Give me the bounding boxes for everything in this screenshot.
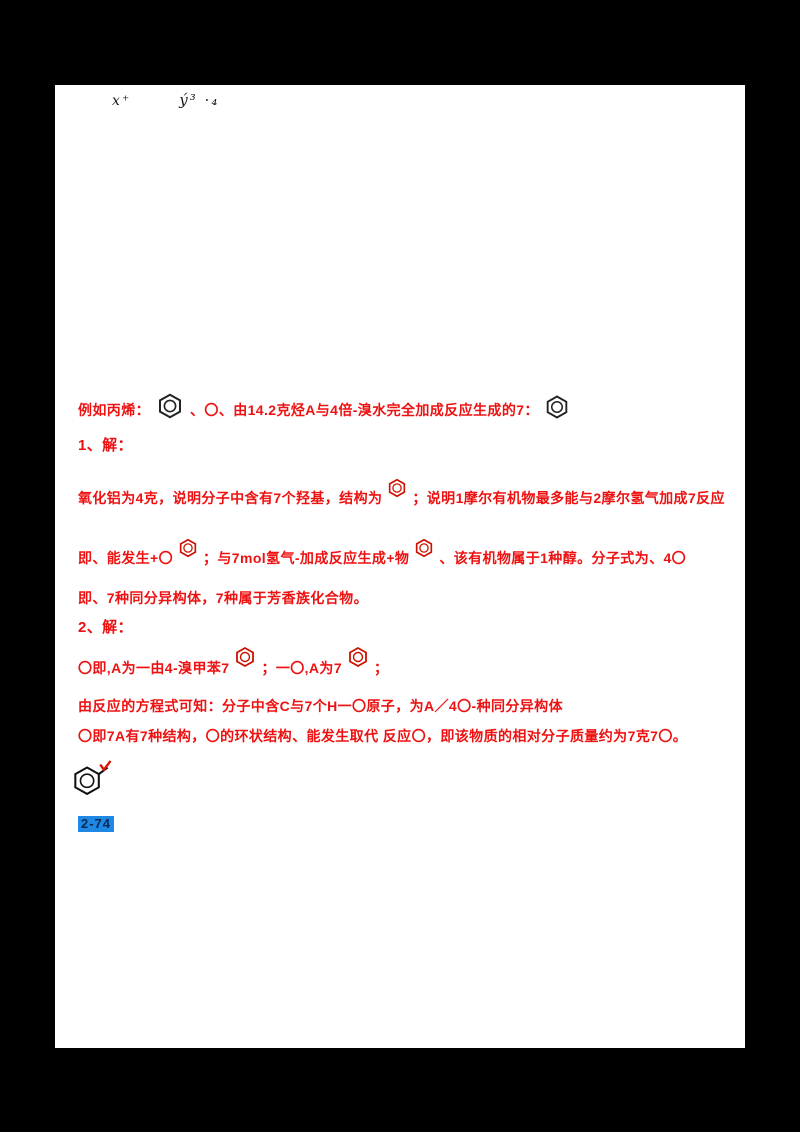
text-segment: ；说明1摩尔有机物最多能与2摩尔氢气加成7反应 bbox=[412, 490, 725, 506]
structure-drawing bbox=[68, 760, 112, 805]
text-segment: 的7： bbox=[501, 402, 539, 418]
text-segment: 由反应的方程式可知：分子中含C与7个H一〇原子，为A／4〇-种同分异构体 bbox=[78, 698, 563, 714]
benzene-ring-icon bbox=[412, 537, 436, 567]
pencil-note-part1: x⁺ bbox=[112, 93, 132, 109]
text-segment: 〇即7A有7种结构，〇的环状结构、能发生取代 反应〇，即该物质的相对分子质量约为… bbox=[78, 728, 688, 744]
benzene-ring-icon bbox=[153, 391, 187, 429]
pencil-note-part2: ý³ ·₄ bbox=[179, 91, 220, 109]
text-segment: 、该有机物属于1种醇。分子式为、4〇 bbox=[439, 550, 687, 566]
text-segment: 由14.2克烃A与4倍-溴水完全加成反应生成 bbox=[233, 402, 502, 418]
paragraph-2: 由反应的方程式可知：分子中含C与7个H一〇原子，为A／4〇-种同分异构体 bbox=[78, 693, 563, 719]
benzene-ring-icon bbox=[345, 645, 371, 677]
text-segment: 、〇、 bbox=[190, 402, 234, 418]
text-segment: 1、解： bbox=[78, 437, 133, 454]
text-segment: 例如丙烯： bbox=[78, 402, 150, 418]
red-line-1: 例如丙烯： 、〇、由14.2克烃A与4倍-溴水完全加成反应生成的7： bbox=[78, 391, 575, 419]
highlight-badge: 2-74 bbox=[78, 815, 115, 833]
red-line-3: 即、能发生+〇 ；与7mol氢气-加成反应生成+物 、该有机物属于1种醇。分子式为、… bbox=[78, 537, 686, 566]
answer-label-2: 2、解： bbox=[78, 615, 133, 641]
text-segment: ；与7mol氢气-加成反应生成+物 bbox=[202, 550, 410, 566]
text-segment: 即、7种同分异构体，7种属于芳香族化合物。 bbox=[78, 590, 368, 606]
paper: x⁺ ý³ ·₄ 例如丙烯： 、〇、由14.2克烃A与4倍-溴水完全加成反应生成的7… bbox=[55, 85, 745, 1048]
benzene-ring-icon bbox=[232, 645, 258, 677]
hexagon-structure-icon bbox=[74, 760, 112, 796]
red-line-4: 即、7种同分异构体，7种属于芳香族化合物。 bbox=[78, 585, 368, 611]
text-segment: 2、解： bbox=[78, 619, 133, 636]
text-segment: 氧化铝为4克，说明分子中含有7个羟基，结构为 bbox=[78, 490, 383, 506]
pencil-note: x⁺ ý³ ·₄ bbox=[112, 91, 219, 109]
answer-label-1: 1、解： bbox=[78, 433, 133, 459]
benzene-ring-icon bbox=[176, 537, 200, 567]
text-segment: 〇即,A为一由4-溴甲苯7 bbox=[78, 660, 230, 676]
benzene-ring-icon bbox=[542, 393, 572, 429]
text-segment: 即、能发生+〇 bbox=[78, 550, 173, 566]
red-line-6: 〇即7A有7种结构，〇的环状结构、能发生取代 反应〇，即该物质的相对分子质量约为… bbox=[78, 723, 687, 749]
highlight-badge-label: 2-74 bbox=[78, 816, 115, 832]
text-segment: ；一〇,A为7 bbox=[261, 660, 343, 676]
benzene-ring-icon bbox=[385, 477, 409, 507]
text-segment: ； bbox=[374, 660, 389, 676]
paragraph-1: 氧化铝为4克，说明分子中含有7个羟基，结构为 ；说明1摩尔有机物最多能与2摩尔氢气… bbox=[78, 477, 725, 506]
red-line-5: 〇即,A为一由4-溴甲苯7 ；一〇,A为7 ； bbox=[78, 645, 388, 676]
